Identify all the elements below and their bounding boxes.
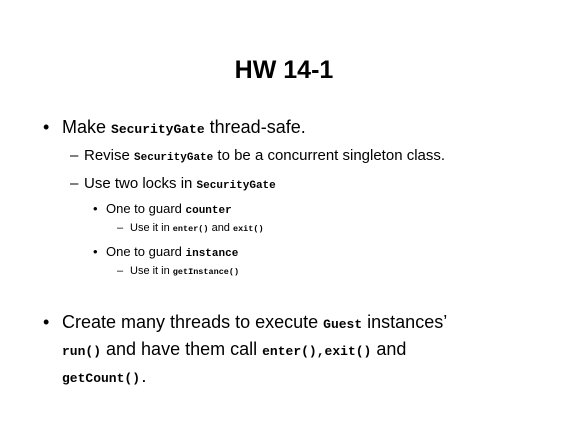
- bullet-use-getinstance: Use it in getInstance(): [130, 264, 239, 280]
- level4-bullet-marker: –: [117, 222, 124, 234]
- bullet-text: Use two locks in: [84, 175, 197, 192]
- bullet-text: Use it in: [130, 222, 173, 234]
- bullet-guard-counter: One to guard counter: [106, 200, 232, 220]
- bullet-text: One to guard: [106, 201, 186, 216]
- level4-bullet-marker: –: [117, 265, 124, 277]
- code-securitygate: SecurityGate: [196, 180, 276, 192]
- bullet-text: Use it in: [130, 265, 173, 277]
- code-getinstance: getInstance(): [172, 267, 240, 277]
- bullet-text: Create many threads to execute: [62, 312, 324, 332]
- sub-bullet-revise-singleton: Revise SecurityGate to be a concurrent s…: [84, 146, 445, 168]
- code-guest: Guest: [323, 317, 363, 332]
- code-exit: exit(): [324, 344, 372, 359]
- bullet-text: One to guard: [106, 244, 186, 259]
- code-enter: enter(),: [262, 344, 325, 359]
- sub-bullet-marker: –: [70, 147, 79, 164]
- level3-bullet-marker: •: [93, 201, 98, 216]
- bullet-create-threads-line1: Create many threads to execute Guest ins…: [62, 310, 447, 337]
- bullet-text: to be a concurrent singleton class.: [213, 147, 446, 164]
- bullet-text: Make: [62, 117, 112, 137]
- level3-bullet-marker: •: [93, 244, 98, 259]
- bullet-text: instances’: [362, 312, 448, 332]
- code-enter: enter(): [172, 224, 209, 234]
- code-getcount: getCount().: [62, 371, 148, 386]
- code-counter: counter: [185, 205, 232, 217]
- bullet-marker: •: [43, 312, 50, 332]
- bullet-create-threads-line2: run() and have them call enter(),exit() …: [62, 337, 406, 364]
- bullet-marker: •: [43, 117, 50, 137]
- sub-bullet-two-locks: Use two locks in SecurityGate: [84, 174, 276, 196]
- slide-title: HW 14-1: [234, 56, 334, 84]
- sub-bullet-marker: –: [70, 175, 79, 192]
- code-securitygate: SecurityGate: [134, 152, 214, 164]
- bullet-text: Revise: [84, 147, 135, 164]
- bullet-text: and: [208, 222, 233, 234]
- code-instance: instance: [185, 248, 239, 260]
- bullet-text: thread-safe.: [204, 117, 306, 137]
- bullet-text: and: [371, 339, 407, 359]
- bullet-text: and have them call: [101, 339, 263, 359]
- bullet-create-threads-line3: getCount().: [62, 364, 148, 391]
- code-run: run(): [62, 344, 102, 359]
- code-securitygate: SecurityGate: [111, 122, 205, 137]
- code-exit: exit(): [232, 224, 264, 234]
- bullet-make-thread-safe: Make SecurityGate thread-safe.: [62, 115, 306, 142]
- bullet-use-enter-exit: Use it in enter() and exit(): [130, 221, 264, 237]
- bullet-guard-instance: One to guard instance: [106, 243, 238, 263]
